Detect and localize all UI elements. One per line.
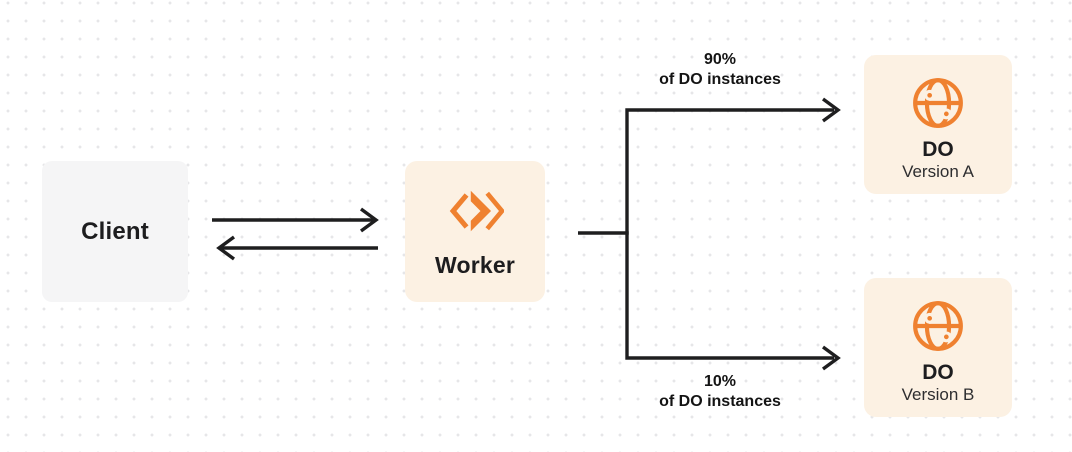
worker-node: Worker	[405, 161, 545, 302]
do-version-b-node: DO Version B	[864, 278, 1012, 417]
branch-bottom-elbow-line	[625, 233, 834, 360]
right-arrowhead-icon	[359, 207, 379, 233]
worker-label: Worker	[434, 252, 516, 278]
top-branch-caption: of DO instances	[659, 71, 781, 88]
client-node: Client	[42, 161, 188, 302]
do-version-a-subtitle: Version A	[902, 161, 974, 181]
do-version-a-title: DO	[922, 137, 954, 161]
worker-to-client-arrow	[216, 235, 378, 261]
branch-to-version-b-arrow	[625, 233, 841, 371]
left-arrowhead-icon	[216, 235, 236, 261]
client-to-worker-arrow	[212, 207, 379, 233]
bottom-branch-label: 10% of DO instances	[620, 372, 820, 412]
globe-icon	[913, 77, 963, 128]
bottom-branch-percent: 10%	[703, 373, 737, 390]
right-arrowhead-icon	[821, 97, 841, 123]
top-branch-percent: 90%	[703, 51, 737, 68]
right-arrowhead-icon	[821, 345, 841, 371]
workers-icon	[449, 190, 504, 232]
branch-top-elbow-line	[625, 108, 834, 233]
client-label: Client	[81, 217, 149, 245]
bottom-branch-caption: of DO instances	[659, 393, 781, 410]
branch-to-version-a-arrow	[625, 97, 841, 233]
do-version-b-subtitle: Version B	[901, 384, 975, 404]
top-branch-label: 90% of DO instances	[620, 50, 820, 90]
globe-icon	[913, 300, 963, 351]
do-version-b-title: DO	[922, 360, 954, 384]
do-version-a-node: DO Version A	[864, 55, 1012, 194]
